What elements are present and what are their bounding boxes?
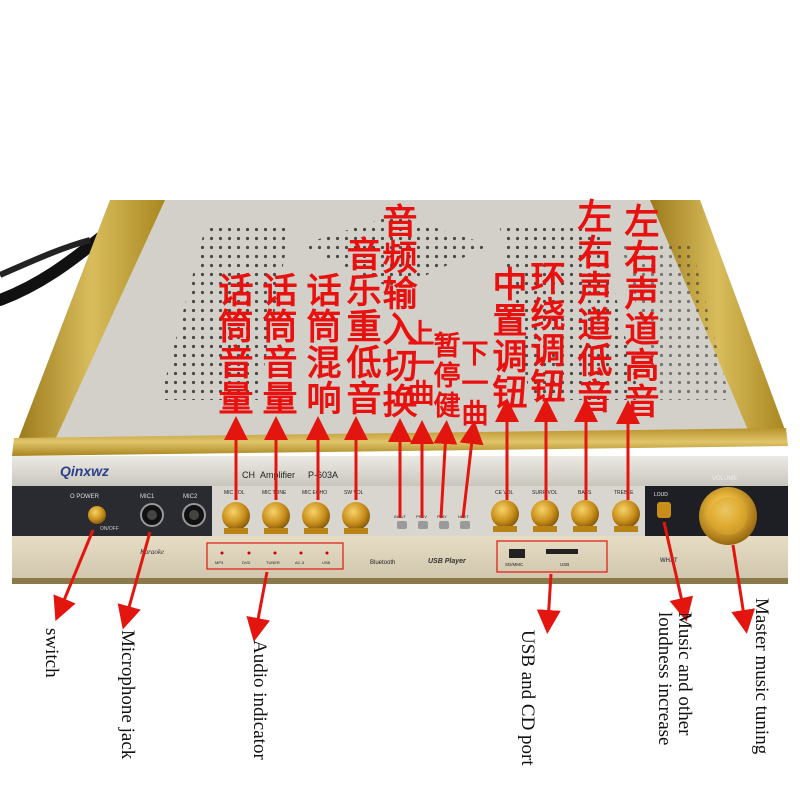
indicator-dvd: DVD [242, 560, 251, 565]
usb-label: USB [560, 562, 569, 567]
master-volume-knob[interactable] [699, 487, 757, 545]
indicator-mp3: MP3 [215, 560, 224, 565]
loud-button[interactable] [657, 502, 671, 518]
indicator-tuner: TUNER [266, 560, 280, 565]
knob-label-mic-vol: MIC VOL [224, 490, 245, 496]
knob-label-ce-vol: CE VOL [495, 490, 514, 496]
mic1-label: MIC1 [140, 494, 155, 500]
arrows-up [224, 398, 640, 519]
knob-label-mic-echo: MIC ECHO [302, 490, 327, 496]
indicator-ac3: AC-3 [295, 560, 305, 565]
mic-vol-knob[interactable] [222, 502, 250, 534]
treble-knob[interactable] [612, 500, 640, 532]
model-number: P-603A [308, 470, 338, 480]
label-cn-center: 中置调钮 [492, 266, 528, 414]
play-button[interactable] [439, 521, 449, 529]
small-logo: WHAT [660, 558, 678, 564]
surr-vol-knob[interactable] [531, 500, 559, 532]
mic-echo-knob[interactable] [302, 502, 330, 534]
label-cn-next: 下一曲 [461, 339, 489, 430]
arrows-down [53, 521, 756, 642]
on-off-label: ON/OFF [100, 526, 119, 532]
power-label: O POWER [70, 494, 100, 500]
label-switch: switch [41, 628, 62, 678]
vent-left [160, 228, 290, 400]
label-cn-surround: 环绕调钮 [530, 260, 566, 408]
mic-tone-knob[interactable] [262, 502, 290, 534]
label-audio-indicator: Audio indicator [249, 640, 270, 760]
usb-slot[interactable] [546, 549, 578, 554]
mic2-label: MIC2 [183, 494, 198, 500]
vent-right [500, 228, 640, 400]
model-amplifier: Amplifier [260, 470, 295, 480]
label-cn-pause: 暂停健 [433, 331, 461, 422]
label-cn-mic-echo: 话筒混响 [306, 272, 342, 420]
model-ch: CH [242, 470, 255, 480]
power-switch[interactable] [88, 506, 106, 524]
loud-label: LOUD [654, 492, 668, 498]
indicator-usb: USB [322, 560, 331, 565]
label-music-loudness: Music and other loudness increase [654, 612, 695, 746]
ce-vol-knob[interactable] [491, 500, 519, 532]
brand-logo: Qinxwz [60, 463, 109, 479]
usb-sd-port-group [496, 540, 608, 573]
audio-indicator-group [206, 542, 344, 570]
label-usb-cd-port: USB and CD port [517, 630, 538, 766]
sd-mmc-label: SD/MMC [505, 562, 524, 567]
left-gold-rail [18, 200, 165, 440]
label-cn-treble: 左右声道高音 [624, 203, 660, 423]
label-cn-mic-volume-2: 话筒音量 [262, 272, 298, 420]
knob-label-mic-tone: MIC TONE [262, 490, 287, 496]
label-master-tuning: Master music tuning [751, 598, 772, 755]
usb-player-label: USB Player [428, 558, 467, 565]
sw-vol-knob[interactable] [342, 502, 370, 534]
label-cn-mic-volume-1: 话筒音量 [218, 272, 254, 420]
label-microphone-jack: Microphone jack [117, 630, 138, 760]
vent-far-right [620, 240, 730, 400]
knob-label-sw-vol: SW VOL [344, 490, 364, 496]
sd-slot[interactable] [509, 549, 525, 558]
bluetooth-label: Bluetooth [370, 560, 395, 566]
input-button[interactable] [397, 521, 407, 529]
vent-center [300, 215, 490, 290]
karaoke-label: Karaoke [139, 548, 164, 556]
next-button[interactable] [460, 521, 470, 529]
prev-button[interactable] [418, 521, 428, 529]
bass-knob[interactable] [571, 500, 599, 532]
label-cn-prev: 上一曲 [407, 319, 435, 410]
knob-label-treble: TREBLE [614, 490, 634, 496]
volume-label: VOLUME [712, 476, 737, 482]
label-cn-bass: 左右声道低音 [577, 198, 613, 418]
label-cn-audio-input: 音频输入切换 [382, 203, 418, 423]
label-cn-music-bass: 音乐重低音 [346, 236, 382, 420]
